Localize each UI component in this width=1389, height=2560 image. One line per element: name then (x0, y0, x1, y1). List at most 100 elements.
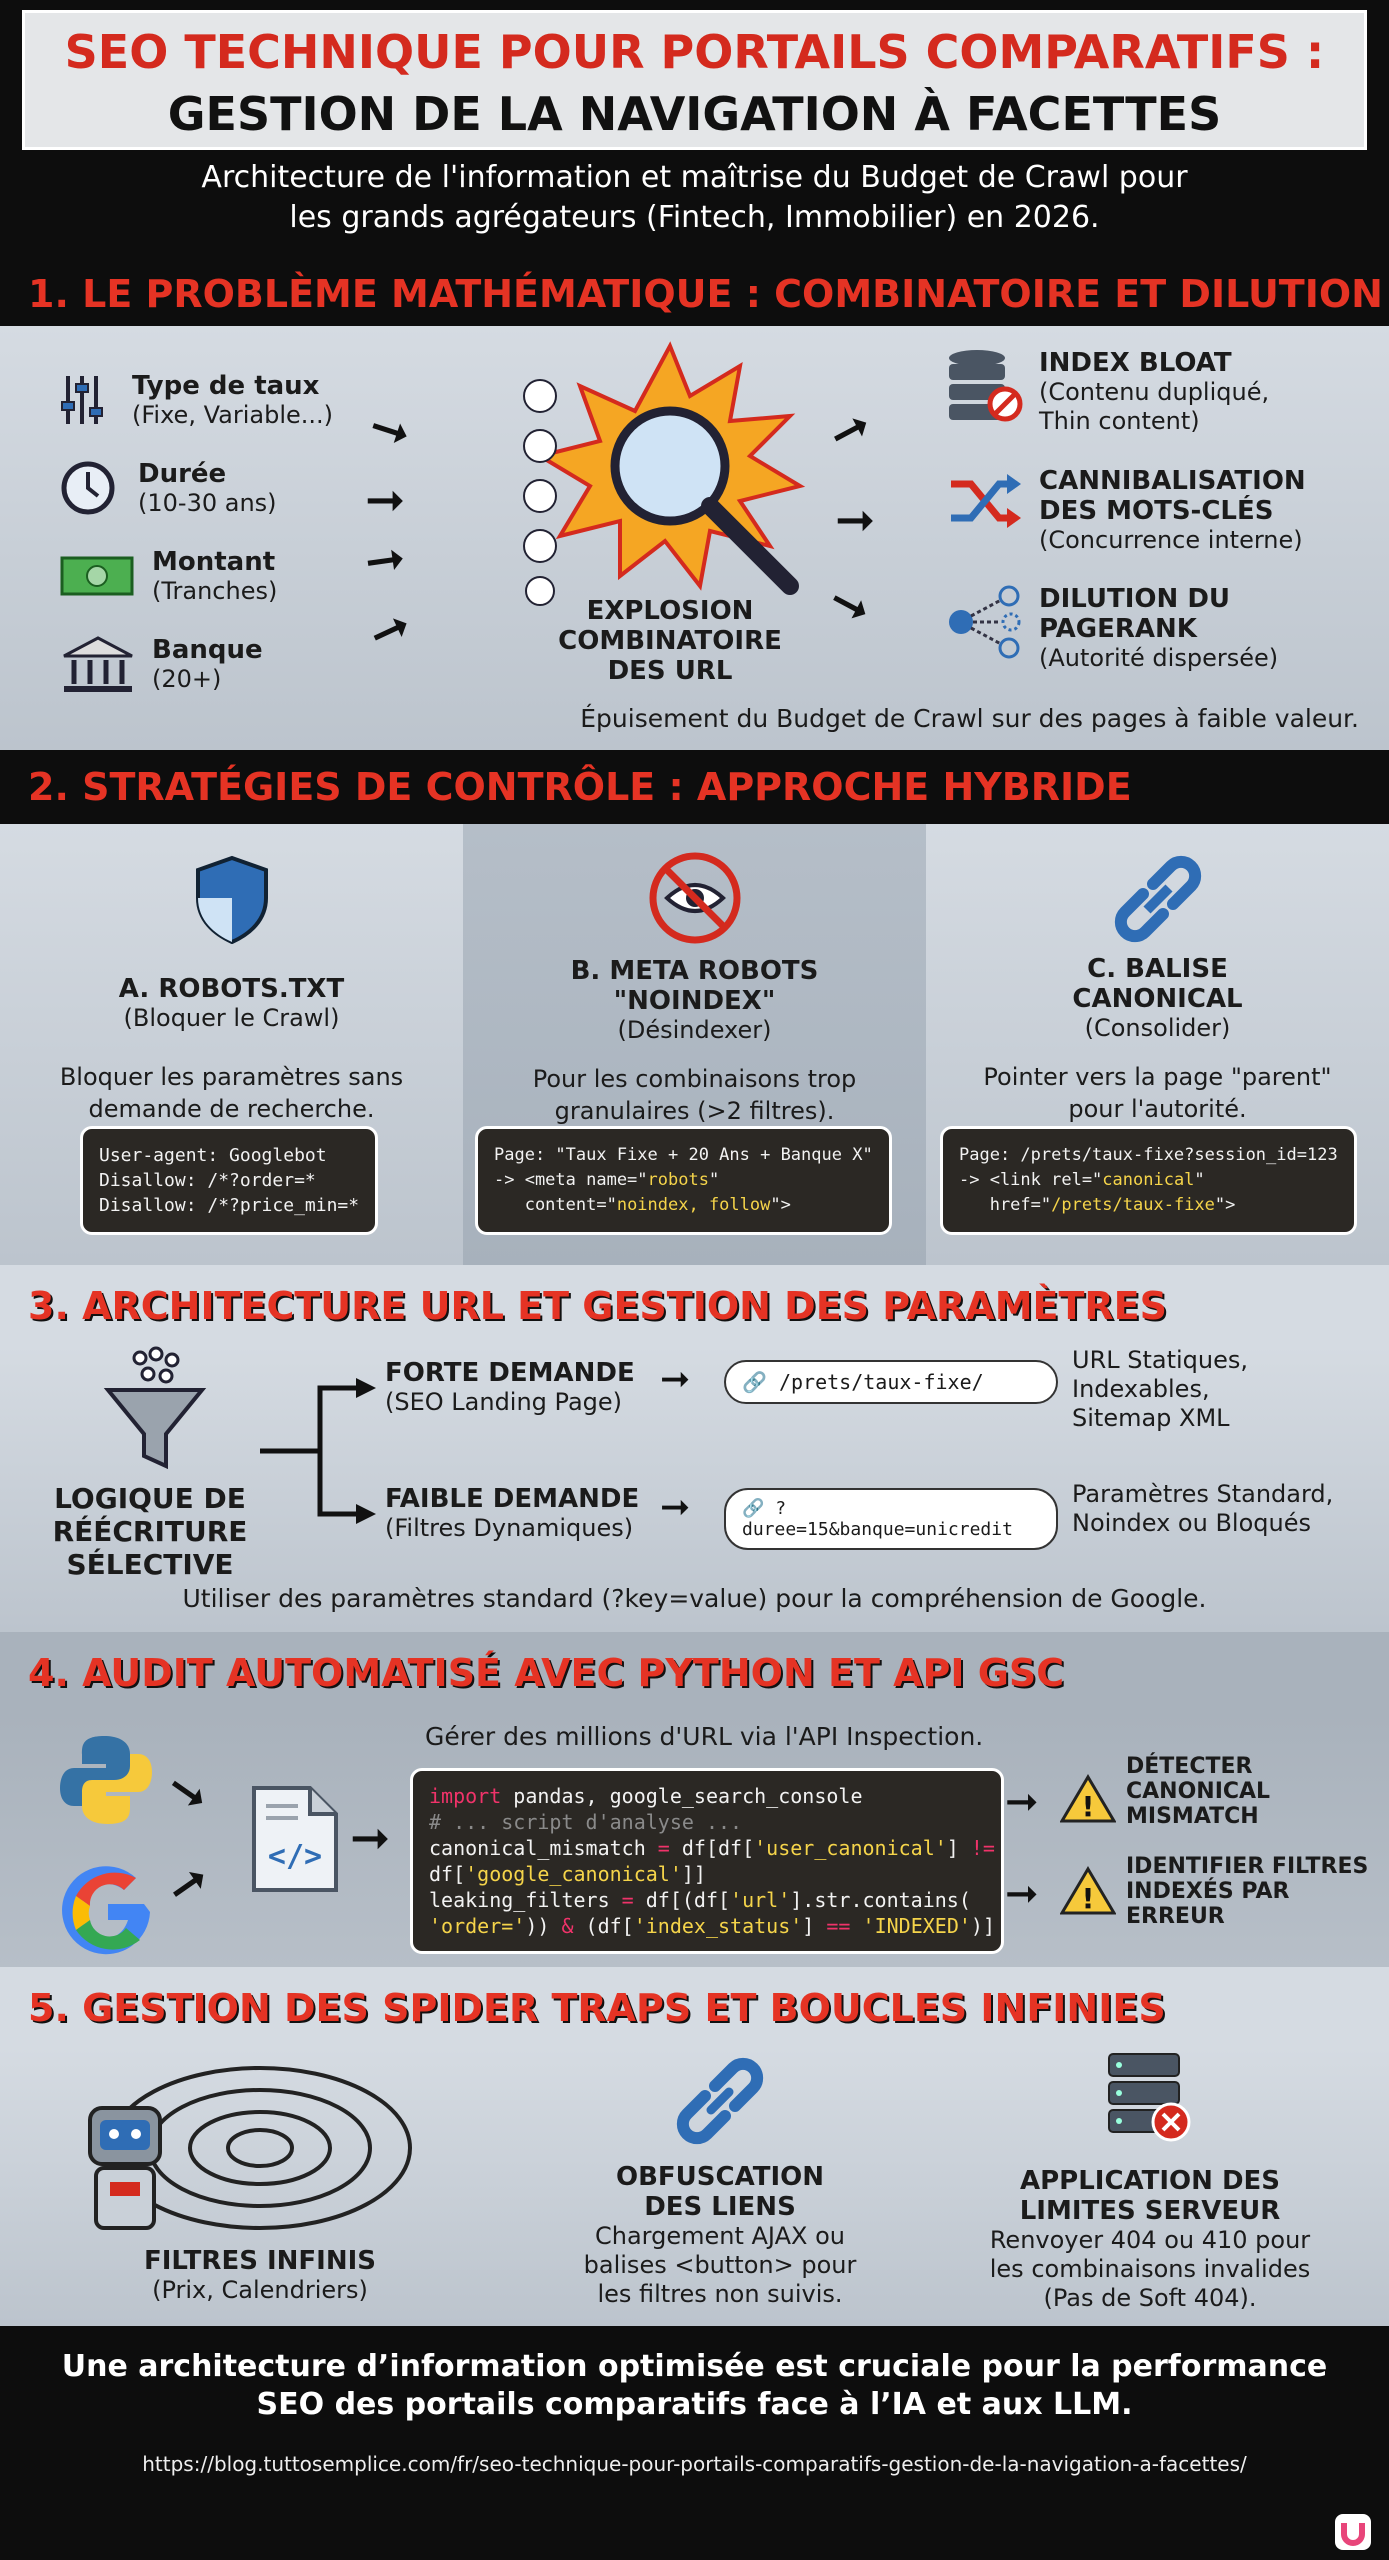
static-url: /prets/taux-fixe/ (778, 1370, 984, 1394)
python-code-block: import pandas, google_search_console # .… (410, 1768, 1004, 1954)
infinite-filters-title: FILTRES INFINIS (143, 2246, 377, 2276)
warning-icon: ! (1060, 1866, 1116, 1915)
server-limits-title: LIMITES SERVEUR (1019, 2196, 1281, 2226)
desc-line: demande de recherche. (88, 1095, 375, 1123)
explosion-line: EXPLOSION (586, 596, 754, 626)
warning-icon: ! (1060, 1774, 1116, 1823)
strategy-title: A. ROBOTS.TXT (118, 974, 345, 1004)
desc-line: Bloquer les paramètres sans (59, 1063, 404, 1091)
input-sub: (10-30 ans) (138, 488, 277, 517)
svg-text:</>: </> (268, 1839, 322, 1874)
source-url[interactable]: https://blog.tuttosemplice.com/fr/seo-te… (142, 2452, 1247, 2476)
code-token: "> (770, 1195, 791, 1215)
code-line: Disallow: /*?order=* (99, 1170, 316, 1191)
arrow-icon: ➞ (660, 1487, 691, 1528)
explosion-label: EXPLOSION COMBINATOIRE DES URL (540, 596, 800, 686)
code-line: -> <meta name="robots" (494, 1168, 873, 1193)
desc-line: Renvoyer 404 ou 410 pour (989, 2226, 1311, 2254)
network-icon (949, 585, 1021, 659)
title-line-2: GESTION DE LA NAVIGATION À FACETTES (167, 87, 1222, 141)
section-3-heading: 3. ARCHITECTURE URL ET GESTION DES PARAM… (0, 1265, 1389, 1346)
output-sub: Thin content) (1039, 407, 1200, 435)
label-line: DÉTECTER (1126, 1754, 1253, 1779)
server-limits: APPLICATION DES LIMITES SERVEUR Renvoyer… (960, 2048, 1340, 2313)
arrow-icon: ➞ (1005, 1779, 1039, 1825)
code-token: canonical (1102, 1170, 1195, 1190)
code-token: robots (647, 1170, 709, 1190)
infinite-filters-sub: (Prix, Calendriers) (152, 2276, 368, 2304)
database-blocked-icon (949, 350, 1023, 422)
code-token: " (708, 1170, 720, 1190)
obfuscation-title: OBFUSCATION (616, 2162, 824, 2192)
funnel-icon (103, 1346, 207, 1470)
title-line-1: SEO TECHNIQUE POUR PORTAILS COMPARATIFS … (64, 25, 1325, 79)
section-2-heading: 2. STRATÉGIES DE CONTRÔLE : APPROCHE HYB… (0, 750, 1389, 824)
code-token: content=" (494, 1195, 617, 1215)
link-icon (1114, 855, 1201, 943)
arrow-icon: ➞ (361, 529, 409, 591)
link-icon: 🔗 (742, 1498, 765, 1519)
section-5-heading: 5. GESTION DES SPIDER TRAPS ET BOUCLES I… (0, 1967, 1389, 2048)
high-demand-title: FORTE DEMANDE (385, 1358, 635, 1388)
bank-icon (63, 636, 133, 692)
code-token: -> <meta name=" (494, 1170, 648, 1190)
label-line: ERREUR (1126, 1904, 1225, 1929)
robot-spiral-icon (88, 2066, 412, 2230)
input-sub: (Fixe, Variable...) (132, 400, 333, 429)
arrow-icon: ➞ (350, 1810, 391, 1866)
result-line: Noindex ou Bloqués (1072, 1509, 1311, 1537)
result-line: Paramètres Standard, (1072, 1480, 1334, 1508)
input-sub: (20+) (152, 664, 222, 693)
param-url-pill: 🔗 ?duree=15&banque=unicredit (724, 1488, 1058, 1550)
section-1-heading: 1. LE PROBLÈME MATHÉMATIQUE : COMBINATOI… (0, 262, 1389, 326)
google-logo-icon (62, 1866, 150, 1955)
low-demand: FAIBLE DEMANDE(Filtres Dynamiques) (385, 1484, 639, 1543)
input-label: Durée (138, 458, 227, 489)
section-1-footnote: Épuisement du Budget de Crawl sur des pa… (580, 704, 1359, 733)
subtitle-line-2: les grands agrégateurs (Fintech, Immobil… (289, 200, 1100, 235)
header: SEO TECHNIQUE POUR PORTAILS COMPARATIFS … (0, 0, 1389, 262)
label-line: SÉLECTIVE (66, 1548, 234, 1581)
obfuscation-title: DES LIENS (644, 2192, 796, 2222)
arrow-icon: ➞ (155, 1757, 221, 1827)
result-line: URL Statiques, (1072, 1346, 1249, 1374)
svg-text:!: ! (1082, 1882, 1095, 1915)
link-icon (676, 2057, 764, 2145)
strategy-title: "NOINDEX" (613, 986, 776, 1016)
desc-line: Chargement AJAX ou (595, 2222, 845, 2250)
code-token: noindex, follow (616, 1195, 771, 1215)
strategy-desc: Pointer vers la page "parent"pour l'auto… (926, 1061, 1389, 1125)
label-line: LOGIQUE DE (54, 1482, 246, 1515)
server-limits-title: APPLICATION DES (1019, 2166, 1281, 2196)
output-sub: (Autorité dispersée) (1039, 644, 1279, 672)
input-label: Banque (152, 634, 263, 665)
input-list: Type de taux(Fixe, Variable...) Durée(10… (60, 356, 440, 708)
section-4: ➞ ➞ </> ➞ Gérer des millions d'URL via l… (0, 1714, 1389, 1967)
subtitle: Architecture de l'information et maîtris… (0, 158, 1389, 238)
banknote-icon (60, 556, 134, 596)
param-url: ?duree=15&banque=unicredit (742, 1498, 1013, 1540)
input-amount: Montant(Tranches) (60, 532, 440, 620)
footer: Une architecture d’information optimisée… (0, 2326, 1389, 2560)
strategy-desc: Bloquer les paramètres sans demande de re… (0, 1061, 463, 1125)
code-token: "> (1214, 1195, 1236, 1215)
eye-slash-icon (649, 852, 740, 944)
subtitle-line-1: Architecture de l'information et maîtris… (201, 160, 1188, 195)
strategy-meta-robots: B. META ROBOTS "NOINDEX" (Désindexer) Po… (463, 824, 926, 1265)
high-demand-result: URL Statiques,Indexables,Sitemap XML (1072, 1346, 1248, 1433)
section-2: A. ROBOTS.TXT (Bloquer le Crawl) Bloquer… (0, 824, 1389, 1265)
code-token: /prets/taux-fixe (1051, 1195, 1215, 1215)
strategy-sub: (Bloquer le Crawl) (123, 1004, 340, 1032)
code-line: -> <link rel="canonical" (959, 1168, 1338, 1193)
high-demand-sub: (SEO Landing Page) (385, 1388, 623, 1416)
python-logo-icon (60, 1736, 152, 1824)
shuffle-icon (951, 474, 1021, 528)
output-title: DES MOTS-CLÉS (1039, 496, 1274, 526)
low-demand-sub: (Filtres Dynamiques) (385, 1514, 634, 1542)
result-line: Indexables, (1072, 1375, 1210, 1403)
code-token: href=" (959, 1195, 1052, 1215)
brand-logo-icon (1335, 2514, 1371, 2550)
arrow-icon: ➞ (155, 1849, 221, 1919)
